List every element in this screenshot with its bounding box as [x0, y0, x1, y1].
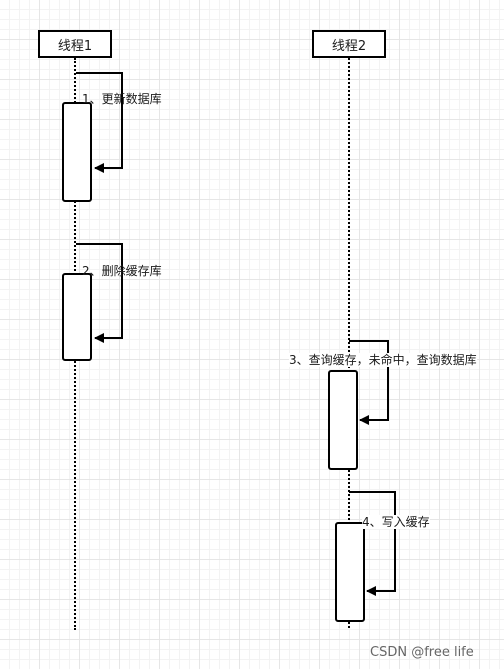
- message-label: 2、删除缓存库: [82, 264, 162, 278]
- activation-bar[interactable]: [62, 102, 92, 202]
- self-message-arrow-2: [76, 243, 123, 343]
- watermark: CSDN @free life: [370, 645, 474, 660]
- self-message-arrow-3: [349, 340, 389, 425]
- message-label: 1、更新数据库: [82, 92, 162, 106]
- participant-thread-2[interactable]: 线程2: [312, 30, 386, 58]
- participant-label: 线程2: [331, 38, 367, 54]
- activation-bar[interactable]: [335, 522, 365, 622]
- message-label: 3、查询缓存，未命中，查询数据库: [289, 353, 477, 367]
- activation-bar[interactable]: [62, 273, 92, 361]
- lifeline-thread-2: [348, 58, 350, 628]
- participant-label: 线程1: [57, 38, 93, 54]
- activation-bar[interactable]: [328, 370, 358, 470]
- message-label: 4、写入缓存: [362, 515, 430, 529]
- self-message-arrow-1: [76, 72, 123, 173]
- self-message-arrow-4: [349, 491, 396, 596]
- participant-thread-1[interactable]: 线程1: [38, 30, 112, 58]
